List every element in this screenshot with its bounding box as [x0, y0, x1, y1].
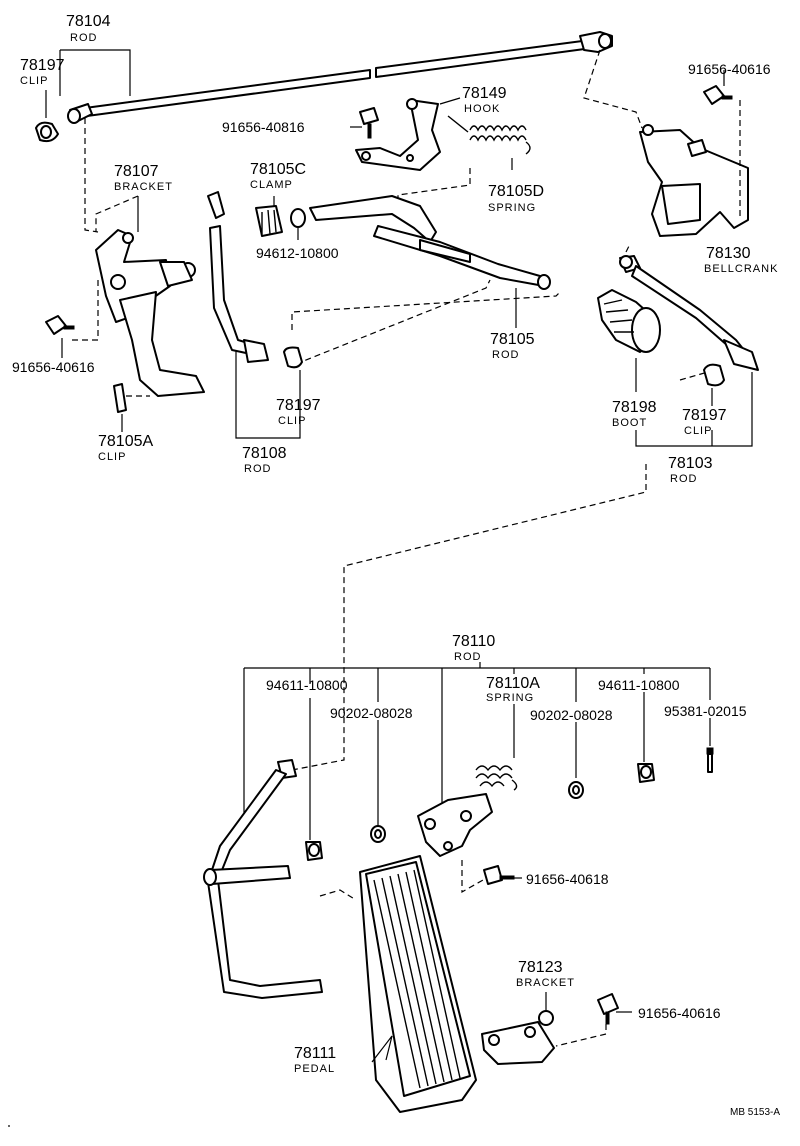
- part-78110-name: ROD: [454, 651, 482, 663]
- part-91656-40618-number: 91656-40618: [526, 871, 609, 887]
- part-78105-number: 78105: [490, 331, 535, 348]
- bolt-91656-40618-drawing: [483, 865, 515, 885]
- part-78198-number: 78198: [612, 399, 657, 416]
- spring-78105D-drawing: [447, 115, 531, 155]
- part-78110A-number: 78110A: [486, 675, 540, 692]
- part-78197-top-name: CLIP: [20, 75, 49, 87]
- part-78197-right-number: 78197: [682, 407, 727, 424]
- part-78107-name: BRACKET: [114, 181, 173, 193]
- bolt-91656-40616-left-drawing: [45, 315, 75, 335]
- part-78105D-name: SPRING: [488, 202, 537, 214]
- part-78197-middle-name: CLIP: [278, 415, 307, 427]
- part-78105A-number: 78105A: [98, 433, 154, 450]
- bracket-78123-drawing: [481, 1010, 555, 1065]
- part-78123-number: 78123: [518, 959, 563, 976]
- clip-78197-right-drawing: [703, 363, 725, 387]
- clamp-78105C-drawing: [255, 205, 283, 237]
- part-78123-name: BRACKET: [516, 977, 575, 989]
- part-78111-name: PEDAL: [294, 1063, 336, 1075]
- part-94612-10800-number: 94612-10800: [256, 245, 339, 261]
- rod-78110-drawing: [203, 759, 323, 999]
- washer-94612-drawing: [290, 208, 306, 228]
- part-78105C-name: CLAMP: [250, 179, 293, 191]
- boot-78198-drawing: [597, 289, 661, 353]
- part-78105A-name: CLIP: [98, 451, 127, 463]
- part-78103-name: ROD: [670, 473, 698, 485]
- part-78105-name: ROD: [492, 349, 520, 361]
- part-78130-number: 78130: [706, 245, 751, 262]
- part-78197-right-name: CLIP: [684, 425, 713, 437]
- part-90202-08028-left-number: 90202-08028: [330, 705, 413, 721]
- part-78107-number: 78107: [114, 163, 159, 180]
- pin-95381-drawing: [706, 747, 714, 773]
- part-94611-10800-left-number: 94611-10800: [266, 677, 348, 693]
- diagram-code: MB 5153-A: [730, 1107, 781, 1118]
- clip-78197-top-drawing: [35, 121, 59, 143]
- rod-78108-drawing: [207, 191, 269, 363]
- part-78130-name: BELLCRANK: [704, 263, 779, 275]
- washer-94611-right-drawing: [637, 763, 655, 783]
- rod-78104-drawing: [67, 31, 613, 124]
- part-78104-number: 78104: [66, 13, 111, 30]
- pedal-78111-drawing: [359, 855, 477, 1113]
- clip-78105A-drawing: [113, 383, 127, 413]
- bolt-91656-40816-drawing: [359, 107, 379, 139]
- hook-78149-drawing: [355, 98, 441, 171]
- bracket-78107-drawing: [95, 229, 205, 397]
- bellcrank-78130-drawing: [639, 124, 749, 237]
- part-78108-name: ROD: [244, 463, 272, 475]
- rod-78103-drawing: [619, 255, 759, 371]
- clip-78197-middle-drawing: [283, 346, 303, 369]
- washer-94611-left-drawing: [305, 841, 323, 861]
- part-78197-top-number: 78197: [20, 57, 65, 74]
- part-91656-40616-left-number: 91656-40616: [12, 359, 95, 375]
- part-78149-name: HOOK: [464, 103, 501, 115]
- part-90202-08028-right-number: 90202-08028: [530, 707, 613, 723]
- part-78149-number: 78149: [462, 85, 507, 102]
- part-78111-number: 78111: [294, 1045, 337, 1062]
- part-95381-02015-number: 95381-02015: [664, 703, 747, 719]
- part-78198-name: BOOT: [612, 417, 648, 429]
- bracket-78110-drawing: [417, 793, 493, 857]
- part-78110A-name: SPRING: [486, 692, 535, 704]
- part-78105D-number: 78105D: [488, 183, 545, 200]
- bolt-91656-40616-lower-drawing: [597, 993, 619, 1025]
- part-78197-middle-number: 78197: [276, 397, 321, 414]
- spring-78110A-drawing: [475, 765, 518, 791]
- part-94611-10800-right-number: 94611-10800: [598, 677, 680, 693]
- part-78105C-number: 78105C: [250, 161, 307, 178]
- bolt-91656-40616-right-drawing: [703, 85, 733, 105]
- rod-78105-drawing: [309, 195, 551, 290]
- part-91656-40616-lower-number: 91656-40616: [638, 1005, 721, 1021]
- part-78103-number: 78103: [668, 455, 713, 472]
- part-78110-number: 78110: [452, 633, 496, 650]
- part-91656-40616-right-number: 91656-40616: [688, 61, 771, 77]
- part-78108-number: 78108: [242, 445, 287, 462]
- part-78104-name: ROD: [70, 32, 98, 44]
- part-91656-40816-number: 91656-40816: [222, 119, 305, 135]
